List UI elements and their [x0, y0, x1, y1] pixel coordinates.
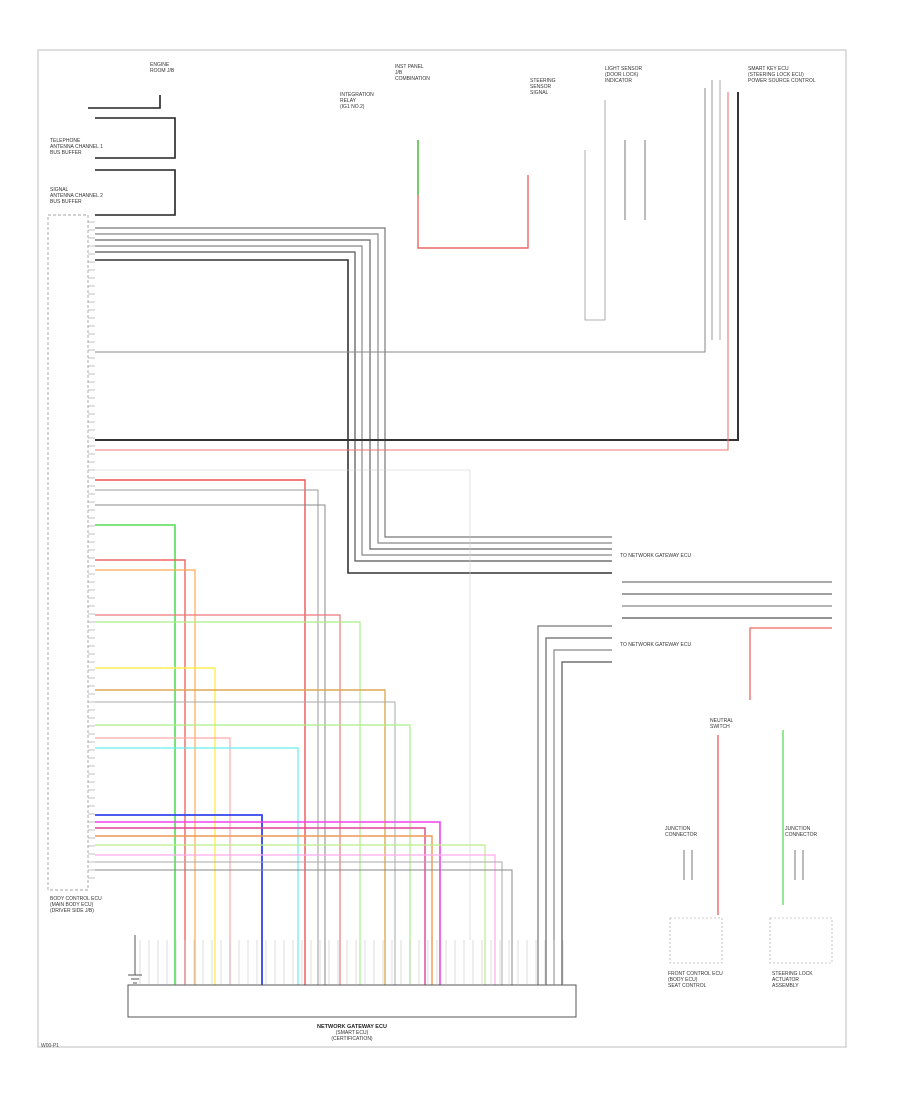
signal-wire — [95, 854, 496, 985]
top-light-line-2: INDICATOR — [605, 78, 632, 84]
left-module-title: BODY CONTROL ECU (MAIN BODY ECU) (DRIVER… — [50, 896, 102, 914]
rb-4-line-0: FRONT CONTROL ECU — [668, 971, 723, 977]
mid-label-1: TO NETWORK GATEWAY ECU — [620, 642, 692, 648]
left-label-4: ANTENNA CHANNEL 2 — [50, 193, 103, 199]
long-wires-right — [95, 88, 739, 451]
top-fuse-line-1: J/B — [395, 70, 403, 76]
signal-wire — [95, 814, 263, 985]
left-label-3: SIGNAL — [50, 187, 69, 193]
page-frame — [37, 49, 847, 1048]
top-ground-line-1: ROOM J/B — [150, 68, 175, 74]
top-labels: ENGINE ROOM J/B INST PANEL J/B COMBINATI… — [150, 62, 816, 110]
left-module-line-2: (DRIVER SIDE J/B) — [50, 908, 94, 914]
rb-4-line-2: SEAT CONTROL — [668, 983, 707, 989]
left-label-1: ANTENNA CHANNEL 1 — [50, 144, 103, 150]
gray-bus-top — [95, 227, 612, 574]
top-right-line-2: POWER SOURCE CONTROL — [748, 78, 816, 84]
top-right-bundle — [711, 80, 721, 340]
top-sensor-line-0: STEERING — [530, 78, 556, 84]
right-gray-bundle — [537, 625, 612, 985]
signal-wire — [95, 621, 361, 985]
left-module-line-1: (MAIN BODY ECU) — [50, 902, 94, 908]
left-module-outline — [47, 214, 89, 891]
signal-wire — [95, 479, 306, 985]
mid-label-0: TO NETWORK GATEWAY ECU — [620, 553, 692, 559]
right-bottom-labels: NEUTRAL SWITCH JUNCTION CONNECTOR JUNCTI… — [665, 718, 818, 989]
rb-2-line-1: CONNECTOR — [665, 832, 698, 838]
right-upper-wires — [622, 581, 832, 700]
top-fuse-line-2: COMBINATION — [395, 76, 430, 82]
signal-wire — [95, 821, 441, 985]
left-label-2: BUS BUFFER — [50, 150, 82, 156]
rb-1-line-0: NEUTRAL — [710, 718, 734, 724]
rb-3-line-1: CONNECTOR — [785, 832, 818, 838]
rb-4-line-1: (BODY ECU) — [668, 977, 698, 983]
ground-symbol — [128, 935, 142, 984]
signal-wire — [95, 569, 196, 985]
signal-wire — [95, 489, 319, 985]
top-light-line-0: LIGHT SENSOR — [605, 66, 643, 72]
top-fuse-line-0: INST PANEL — [395, 64, 424, 70]
signal-wire — [95, 844, 486, 985]
rb-5-line-0: STEERING LOCK — [772, 971, 813, 977]
signal-wire — [95, 524, 176, 985]
bottom-module-line-1: (SMART ECU) — [336, 1030, 369, 1036]
signal-wire — [95, 667, 216, 985]
signal-wire — [95, 747, 299, 985]
left-connector-brackets — [88, 95, 176, 216]
left-module-pins — [88, 221, 95, 879]
signal-wire — [95, 861, 503, 985]
relay-circuit — [417, 100, 646, 321]
top-light-line-1: (DOOR LOCK) — [605, 72, 639, 78]
top-relay-line-0: INTEGRATION — [340, 92, 374, 98]
bottom-module-line-2: (CERTIFICATION) — [331, 1036, 373, 1042]
signal-wire — [95, 614, 341, 985]
signal-wire — [95, 689, 386, 985]
bottom-module — [127, 984, 577, 1018]
right-bottom-modules — [669, 730, 833, 964]
rb-2-line-0: JUNCTION — [665, 826, 691, 832]
signal-wire — [95, 737, 231, 985]
top-right-line-1: (STEERING LOCK ECU) — [748, 72, 804, 78]
signal-wires — [95, 479, 513, 985]
bottom-module-pins — [139, 940, 564, 985]
signal-wire — [95, 827, 426, 985]
top-relay-line-2: (IG1 NO.2) — [340, 104, 365, 110]
top-relay-line-1: RELAY — [340, 98, 357, 104]
rb-5-line-1: ACTUATOR — [772, 977, 799, 983]
bottom-module-line-0: NETWORK GATEWAY ECU — [317, 1024, 387, 1030]
page-id: W00-P1 — [41, 1043, 60, 1049]
signal-wire — [95, 701, 396, 985]
rb-1-line-1: SWITCH — [710, 724, 730, 730]
left-label-0: TELEPHONE — [50, 138, 81, 144]
top-sensor-line-2: SIGNAL — [530, 90, 549, 96]
top-sensor-line-1: SENSOR — [530, 84, 552, 90]
left-label-5: BUS BUFFER — [50, 199, 82, 205]
left-module-line-0: BODY CONTROL ECU — [50, 896, 102, 902]
bottom-module-title: NETWORK GATEWAY ECU (SMART ECU) (CERTIFI… — [317, 1024, 387, 1042]
signal-wire — [95, 869, 513, 985]
signal-wire — [95, 559, 186, 985]
signal-wire — [95, 835, 433, 985]
top-ground-line-0: ENGINE — [150, 62, 170, 68]
rb-3-line-0: JUNCTION — [785, 826, 811, 832]
rb-5-line-2: ASSEMBLY — [772, 983, 799, 989]
guide-line — [95, 469, 471, 940]
signal-wire — [95, 504, 326, 985]
left-connector-labels: TELEPHONE ANTENNA CHANNEL 1 BUS BUFFER S… — [50, 138, 103, 205]
top-right-line-0: SMART KEY ECU — [748, 66, 789, 72]
signal-wire — [95, 724, 411, 985]
